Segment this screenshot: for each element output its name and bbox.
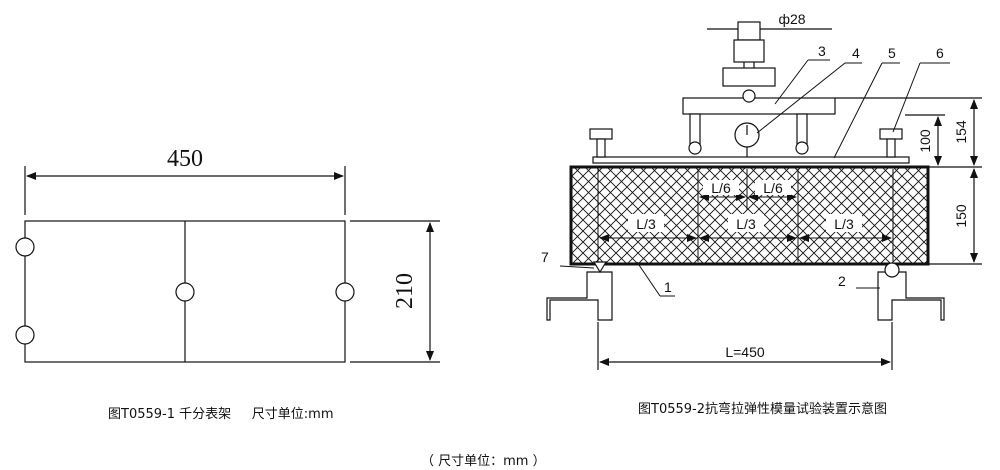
- load-column-lower: [722, 67, 776, 87]
- loading-head-ball: [742, 89, 756, 103]
- load-column-upper: [737, 21, 761, 41]
- dim-150-label: 150: [953, 204, 969, 228]
- loading-roller-left: [688, 141, 702, 155]
- dim-210-label: 210: [392, 273, 418, 309]
- label-backgrounds: [628, 180, 862, 232]
- dim-450-label: 450: [167, 146, 203, 172]
- loading-head-plate: [682, 97, 836, 115]
- figure2-apparatus: [546, 21, 982, 370]
- leader-3: [774, 59, 809, 105]
- support-right: [877, 271, 945, 321]
- label-l3-left: L/3: [636, 216, 656, 232]
- frame-hole-center: [175, 282, 195, 302]
- callout-4: 4: [852, 45, 860, 61]
- callout-1: 1: [664, 279, 672, 295]
- leader-4: [756, 62, 846, 134]
- callout-2: 2: [838, 273, 846, 289]
- support-right-roller: [884, 262, 900, 278]
- label-l6-left: L/6: [711, 180, 731, 196]
- knob-left-stem: [596, 138, 606, 158]
- knob-left-cap: [589, 128, 613, 140]
- dim-diameter-label: ф28: [778, 11, 805, 27]
- knob-right-stem: [886, 138, 896, 158]
- support-left-point: [592, 261, 608, 274]
- frame-hole-left-bottom: [15, 325, 35, 345]
- loading-leg-left: [689, 113, 701, 145]
- gauge-bar: [592, 156, 910, 164]
- knob-right-cap: [879, 128, 903, 140]
- leader-6: [892, 62, 921, 133]
- leader-1: [636, 261, 661, 297]
- loading-roller-right: [795, 141, 809, 155]
- label-l6-right: L/6: [763, 180, 783, 196]
- leader-7: [559, 265, 595, 269]
- leader-5: [833, 62, 883, 159]
- callout-3: 3: [818, 43, 826, 59]
- figure1-caption: 图T0559-1 千分表架 尺寸单位:mm: [108, 407, 334, 422]
- frame-hole-left-top: [15, 237, 35, 257]
- dim-154-label: 154: [953, 120, 969, 144]
- label-l3-mid: L/3: [736, 216, 756, 232]
- loading-leg-right: [796, 113, 808, 145]
- callout-7: 7: [541, 249, 549, 265]
- footer-unit-note: （ 尺寸单位：mm ）: [421, 454, 546, 469]
- load-column-mid: [733, 39, 765, 63]
- callout-5: 5: [888, 45, 896, 61]
- frame-hole-right: [335, 282, 355, 302]
- figure2-caption: 图T0559-2抗弯拉弹性模量试验装置示意图: [638, 402, 887, 417]
- label-l3-right: L/3: [834, 216, 854, 232]
- callout-6: 6: [936, 45, 944, 61]
- dim-100-label: 100: [917, 129, 933, 153]
- dim-span-label: L=450: [725, 344, 765, 360]
- support-left: [546, 271, 613, 321]
- figure1-dial-frame: [15, 166, 440, 363]
